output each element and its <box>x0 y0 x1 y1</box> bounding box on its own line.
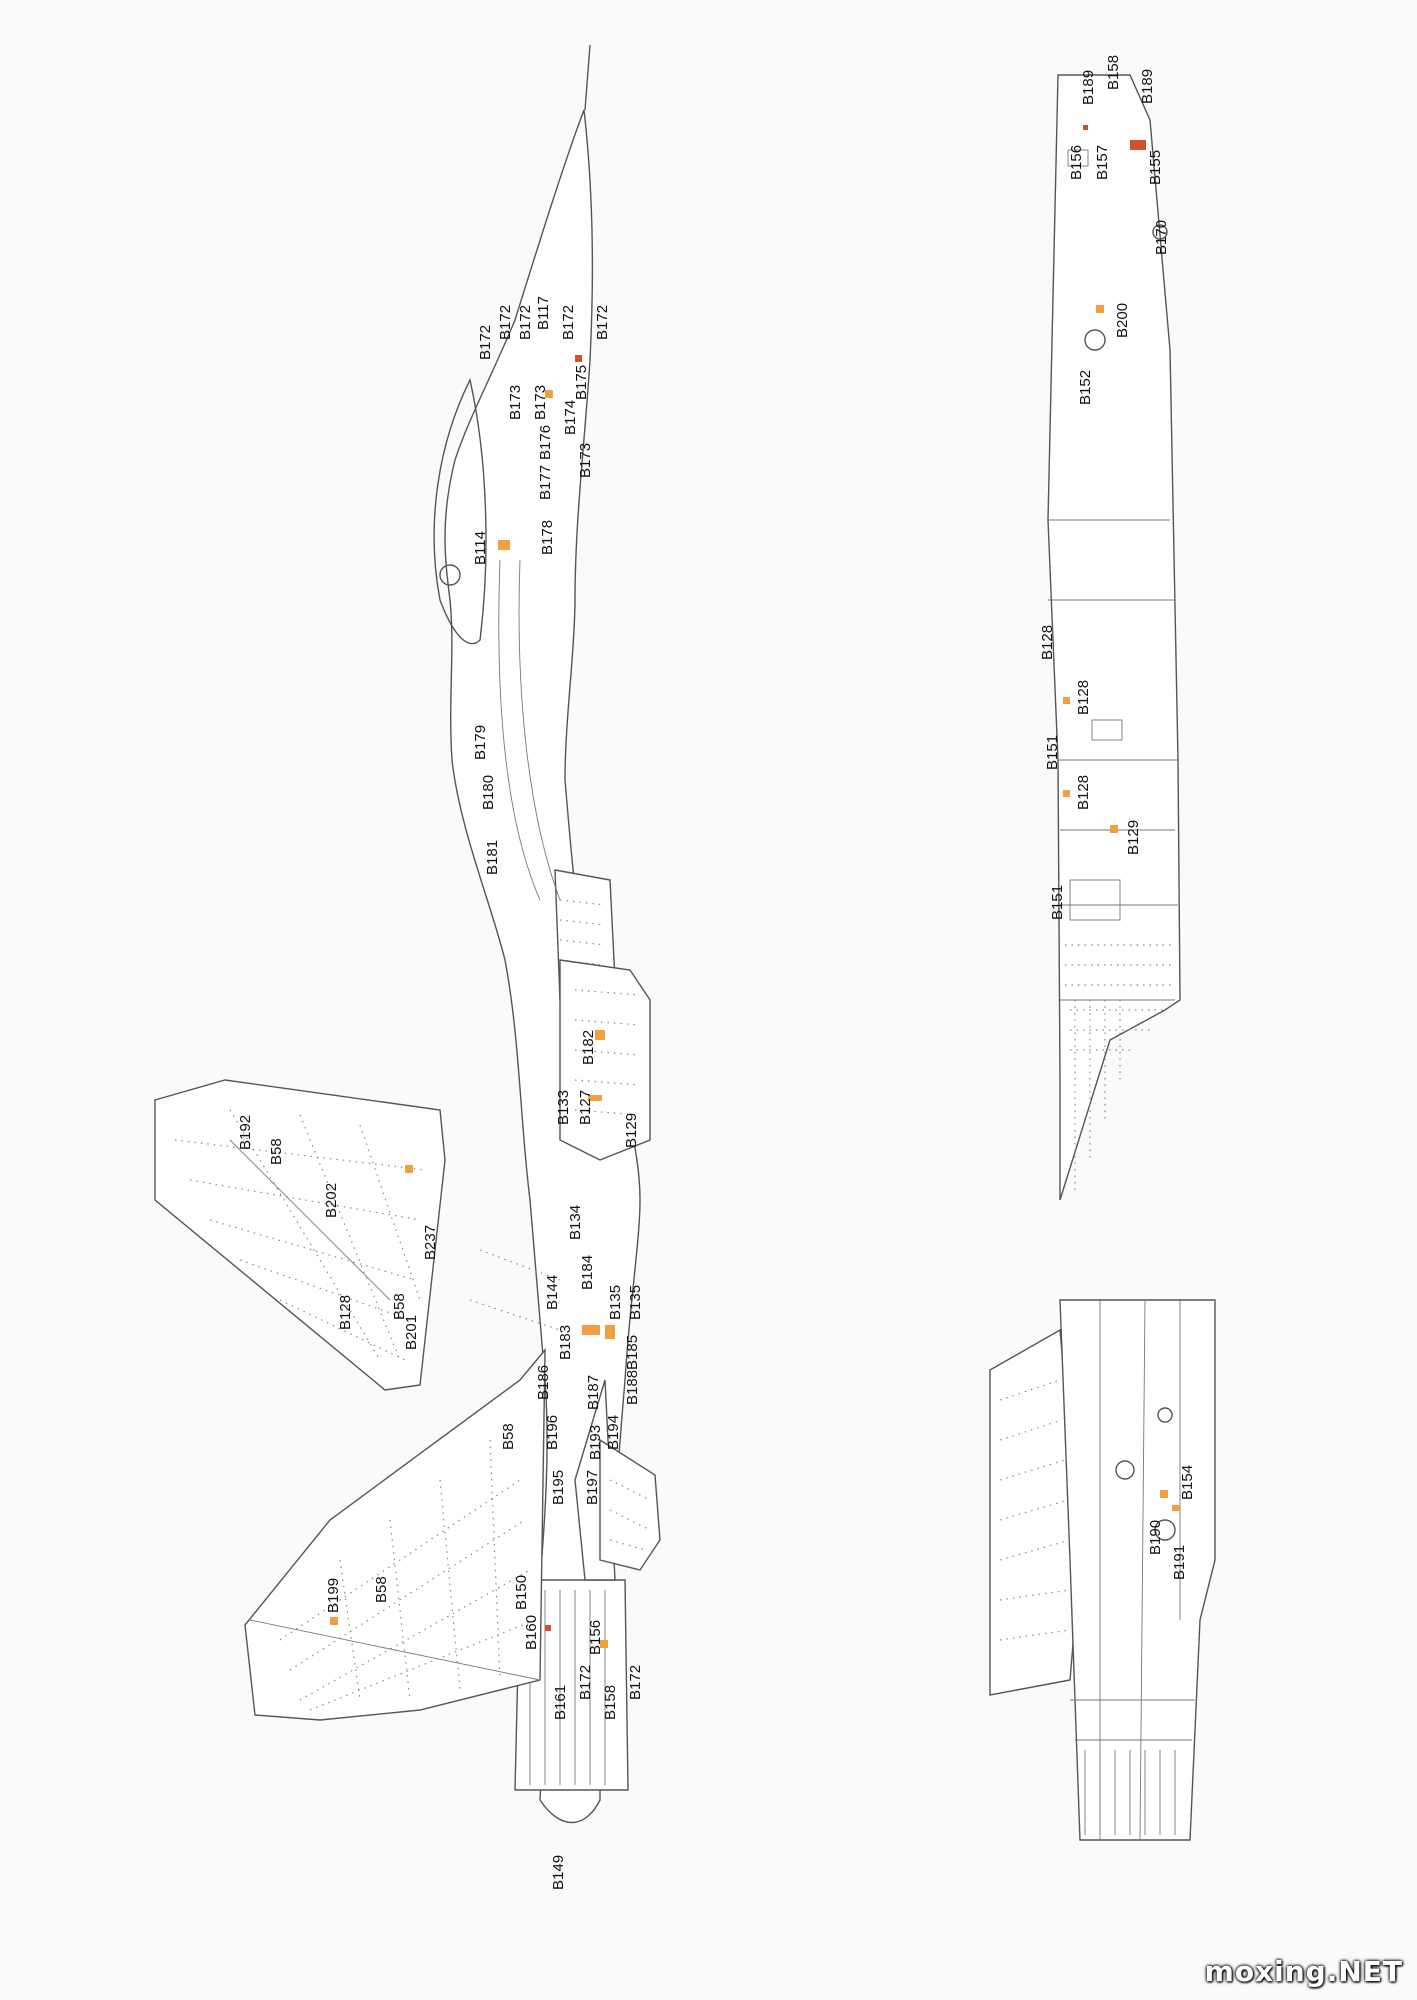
decal-callout-label: B182 <box>580 1030 597 1065</box>
decal-callout-label: B189 <box>1139 69 1156 104</box>
decal-callout-label: B127 <box>577 1090 594 1125</box>
detail-fuselage <box>1059 1299 1216 1841</box>
decal-callout-label: B197 <box>584 1470 601 1505</box>
decal-callout-label: B172 <box>517 305 534 340</box>
decal-callout-label: B128 <box>1039 625 1056 660</box>
decal-callout-label: B191 <box>1171 1545 1188 1580</box>
decal-callout-label: B135 <box>607 1285 624 1320</box>
decal-callout-label: B192 <box>237 1115 254 1150</box>
decal-callout-label: B189 <box>1080 70 1097 105</box>
decal-callout-label: B176 <box>537 425 554 460</box>
decal-callout-label: B173 <box>507 385 524 420</box>
decal-callout-label: B173 <box>532 385 549 420</box>
decal-callout-label: B155 <box>1147 150 1164 185</box>
decal-callout-label: B180 <box>480 775 497 810</box>
decal-callout-label: B174 <box>562 400 579 435</box>
decal-callout-label: B181 <box>484 840 501 875</box>
decal-callout-label: B152 <box>1077 370 1094 405</box>
decal-callout-label: B129 <box>1125 820 1142 855</box>
decal-callout-label: B194 <box>605 1415 622 1450</box>
decal-callout-label: B156 <box>1068 145 1085 180</box>
decal-callout-label: B202 <box>323 1183 340 1218</box>
decal-callout-label: B114 <box>472 531 489 565</box>
decal-callout-label: B58 <box>373 1576 390 1603</box>
decal-callout-label: B150 <box>513 1575 530 1610</box>
decal-callout-label: B158 <box>602 1685 619 1720</box>
decal-callout-label: B133 <box>555 1090 572 1125</box>
decal-callout-label: B129 <box>623 1113 640 1148</box>
decal-callout-label: B134 <box>567 1205 584 1240</box>
decal-callout-label: B196 <box>544 1415 561 1450</box>
horizontal-stabilizer <box>599 1438 661 1571</box>
main-aircraft-drawing <box>154 44 661 1824</box>
fuselage-outline <box>444 109 641 1824</box>
decal-callout-label: B128 <box>337 1295 354 1330</box>
decal-callout-label: B185 <box>624 1335 641 1370</box>
decal-callout-label: B200 <box>1114 303 1131 338</box>
decal-callout-label: B193 <box>587 1425 604 1460</box>
decal-callout-label: B178 <box>539 520 556 555</box>
decal-callout-label: B151 <box>1044 735 1061 770</box>
decal-callout-label: B158 <box>1105 55 1122 90</box>
fuselage-side-view <box>1047 74 1181 1201</box>
decal-callout-label: B172 <box>627 1665 644 1700</box>
decal-callout-label: B149 <box>550 1855 567 1890</box>
decal-callout-label: B201 <box>403 1315 420 1350</box>
decal-callout-label: B199 <box>325 1578 342 1613</box>
decal-callout-label: B188 <box>624 1370 641 1405</box>
decal-callout-label: B172 <box>497 305 514 340</box>
decal-callout-label: B187 <box>585 1375 602 1410</box>
decal-callout-label: B128 <box>1075 680 1092 715</box>
watermark: moxing.NET <box>1204 1955 1403 1988</box>
decal-callout-label: B156 <box>587 1620 604 1655</box>
decal-callout-label: B195 <box>550 1470 567 1505</box>
decal-callout-label: B160 <box>523 1615 540 1650</box>
decal-callout-label: B58 <box>391 1293 408 1320</box>
main-wing <box>244 1348 546 1721</box>
decal-callout-label: B173 <box>577 443 594 478</box>
decal-callout-label: B58 <box>500 1423 517 1450</box>
decal-callout-label: B172 <box>594 305 611 340</box>
vertical-tail <box>154 1079 446 1391</box>
decal-callout-label: B144 <box>544 1275 561 1310</box>
decal-callout-label: B183 <box>557 1325 574 1360</box>
decal-callout-label: B175 <box>573 365 590 400</box>
decal-callout-label: B135 <box>627 1285 644 1320</box>
decal-callout-label: B117 <box>535 296 552 330</box>
decal-callout-label: B172 <box>477 325 494 360</box>
decal-callout-label: B161 <box>552 1685 569 1720</box>
decal-callout-label: B190 <box>1147 1520 1164 1555</box>
decal-callout-label: B184 <box>579 1255 596 1290</box>
decal-callout-label: B151 <box>1049 885 1066 920</box>
decal-callout-label: B157 <box>1094 145 1111 180</box>
decal-callout-label: B172 <box>560 305 577 340</box>
decal-callout-label: B58 <box>268 1138 285 1165</box>
tail-detail-view <box>989 1299 1216 1841</box>
decal-callout-label: B154 <box>1179 1465 1196 1500</box>
decal-callout-label: B179 <box>472 725 489 760</box>
canopy <box>433 377 487 645</box>
decal-callout-label: B172 <box>577 1665 594 1700</box>
decal-callout-label: B237 <box>422 1225 439 1260</box>
decal-callout-label: B186 <box>535 1365 552 1400</box>
decal-callout-label: B128 <box>1075 775 1092 810</box>
decal-callout-label: B177 <box>537 465 554 500</box>
decal-callout-label: B170 <box>1153 220 1170 255</box>
